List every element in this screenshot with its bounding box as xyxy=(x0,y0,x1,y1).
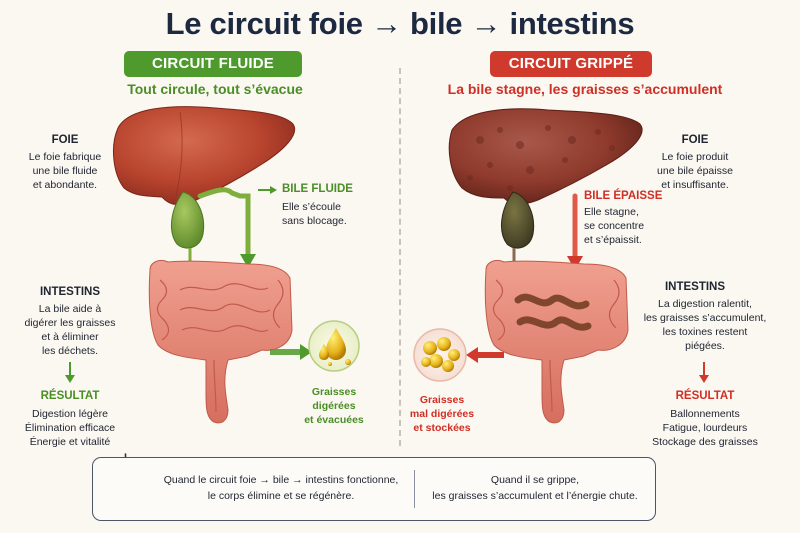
right-bile-text: Elle stagne, se concentre et s’épaissit. xyxy=(584,206,645,246)
left-intestins-text: La bile aide à digérer les graisses et à… xyxy=(24,303,116,357)
arrow-down-icon xyxy=(699,375,709,383)
arrow-right-icon xyxy=(300,344,312,360)
gallbladder-healthy xyxy=(171,191,205,249)
badge-circuit-grippe: CIRCUIT GRIPPÉ xyxy=(490,51,652,77)
liver-healthy xyxy=(113,106,296,205)
left-bile-title: BILE FLUIDE xyxy=(282,183,353,195)
center-divider xyxy=(399,68,401,446)
summary-separator xyxy=(414,470,415,508)
summary-left-text: Quand le circuit foie → bile → intestins… xyxy=(163,474,399,502)
right-intestins-title: INTESTINS xyxy=(664,281,726,293)
right-foie-title: FOIE xyxy=(681,134,709,146)
right-resultat-text: Ballonnements Fatigue, lourdeurs Stockag… xyxy=(652,408,758,448)
right-resultat-title: RÉSULTAT xyxy=(675,390,735,402)
intestines-healthy xyxy=(148,259,293,424)
arrow-left-icon xyxy=(466,347,478,363)
arrow-down-icon xyxy=(65,375,75,383)
right-graisses-text: Graisses mal digérées et stockées xyxy=(409,394,475,434)
liver-sick xyxy=(448,108,643,205)
right-foie-text: Le foie produit une bile épaisse et insu… xyxy=(657,151,733,191)
left-resultat-title: RÉSULTAT xyxy=(40,390,100,402)
left-intestins-title: INTESTINS xyxy=(39,286,101,298)
left-foie-text: Le foie fabrique une bile fluide et abon… xyxy=(28,151,102,191)
subtitle-fluide: Tout circule, tout s’évacue xyxy=(127,81,303,97)
intestines-sick xyxy=(484,259,629,424)
right-intestins-text: La digestion ralentit, les graisses s’ac… xyxy=(643,298,767,352)
right-bile-title: BILE ÉPAISSE xyxy=(584,190,663,202)
arrow-right-icon xyxy=(270,186,277,194)
left-foie-title: FOIE xyxy=(51,134,79,146)
subtitle-grippe: La bile stagne, les graisses s’accumulen… xyxy=(447,81,723,97)
arrow-down-icon xyxy=(240,254,256,268)
gallbladder-sick xyxy=(501,191,535,249)
summary-box xyxy=(92,457,656,521)
left-bile-text: Elle s’écoule sans blocage. xyxy=(282,201,347,227)
left-graisses-text: Graisses digérées et évacuées xyxy=(304,386,364,426)
badge-circuit-fluide: CIRCUIT FLUIDE xyxy=(124,51,302,77)
page-title: Le circuit foie → bile → intestins xyxy=(165,6,635,41)
summary-right-text: Quand il se grippe, les graisses s’accum… xyxy=(432,474,638,502)
left-resultat-text: Digestion légère Élimination efficace Én… xyxy=(24,408,116,448)
